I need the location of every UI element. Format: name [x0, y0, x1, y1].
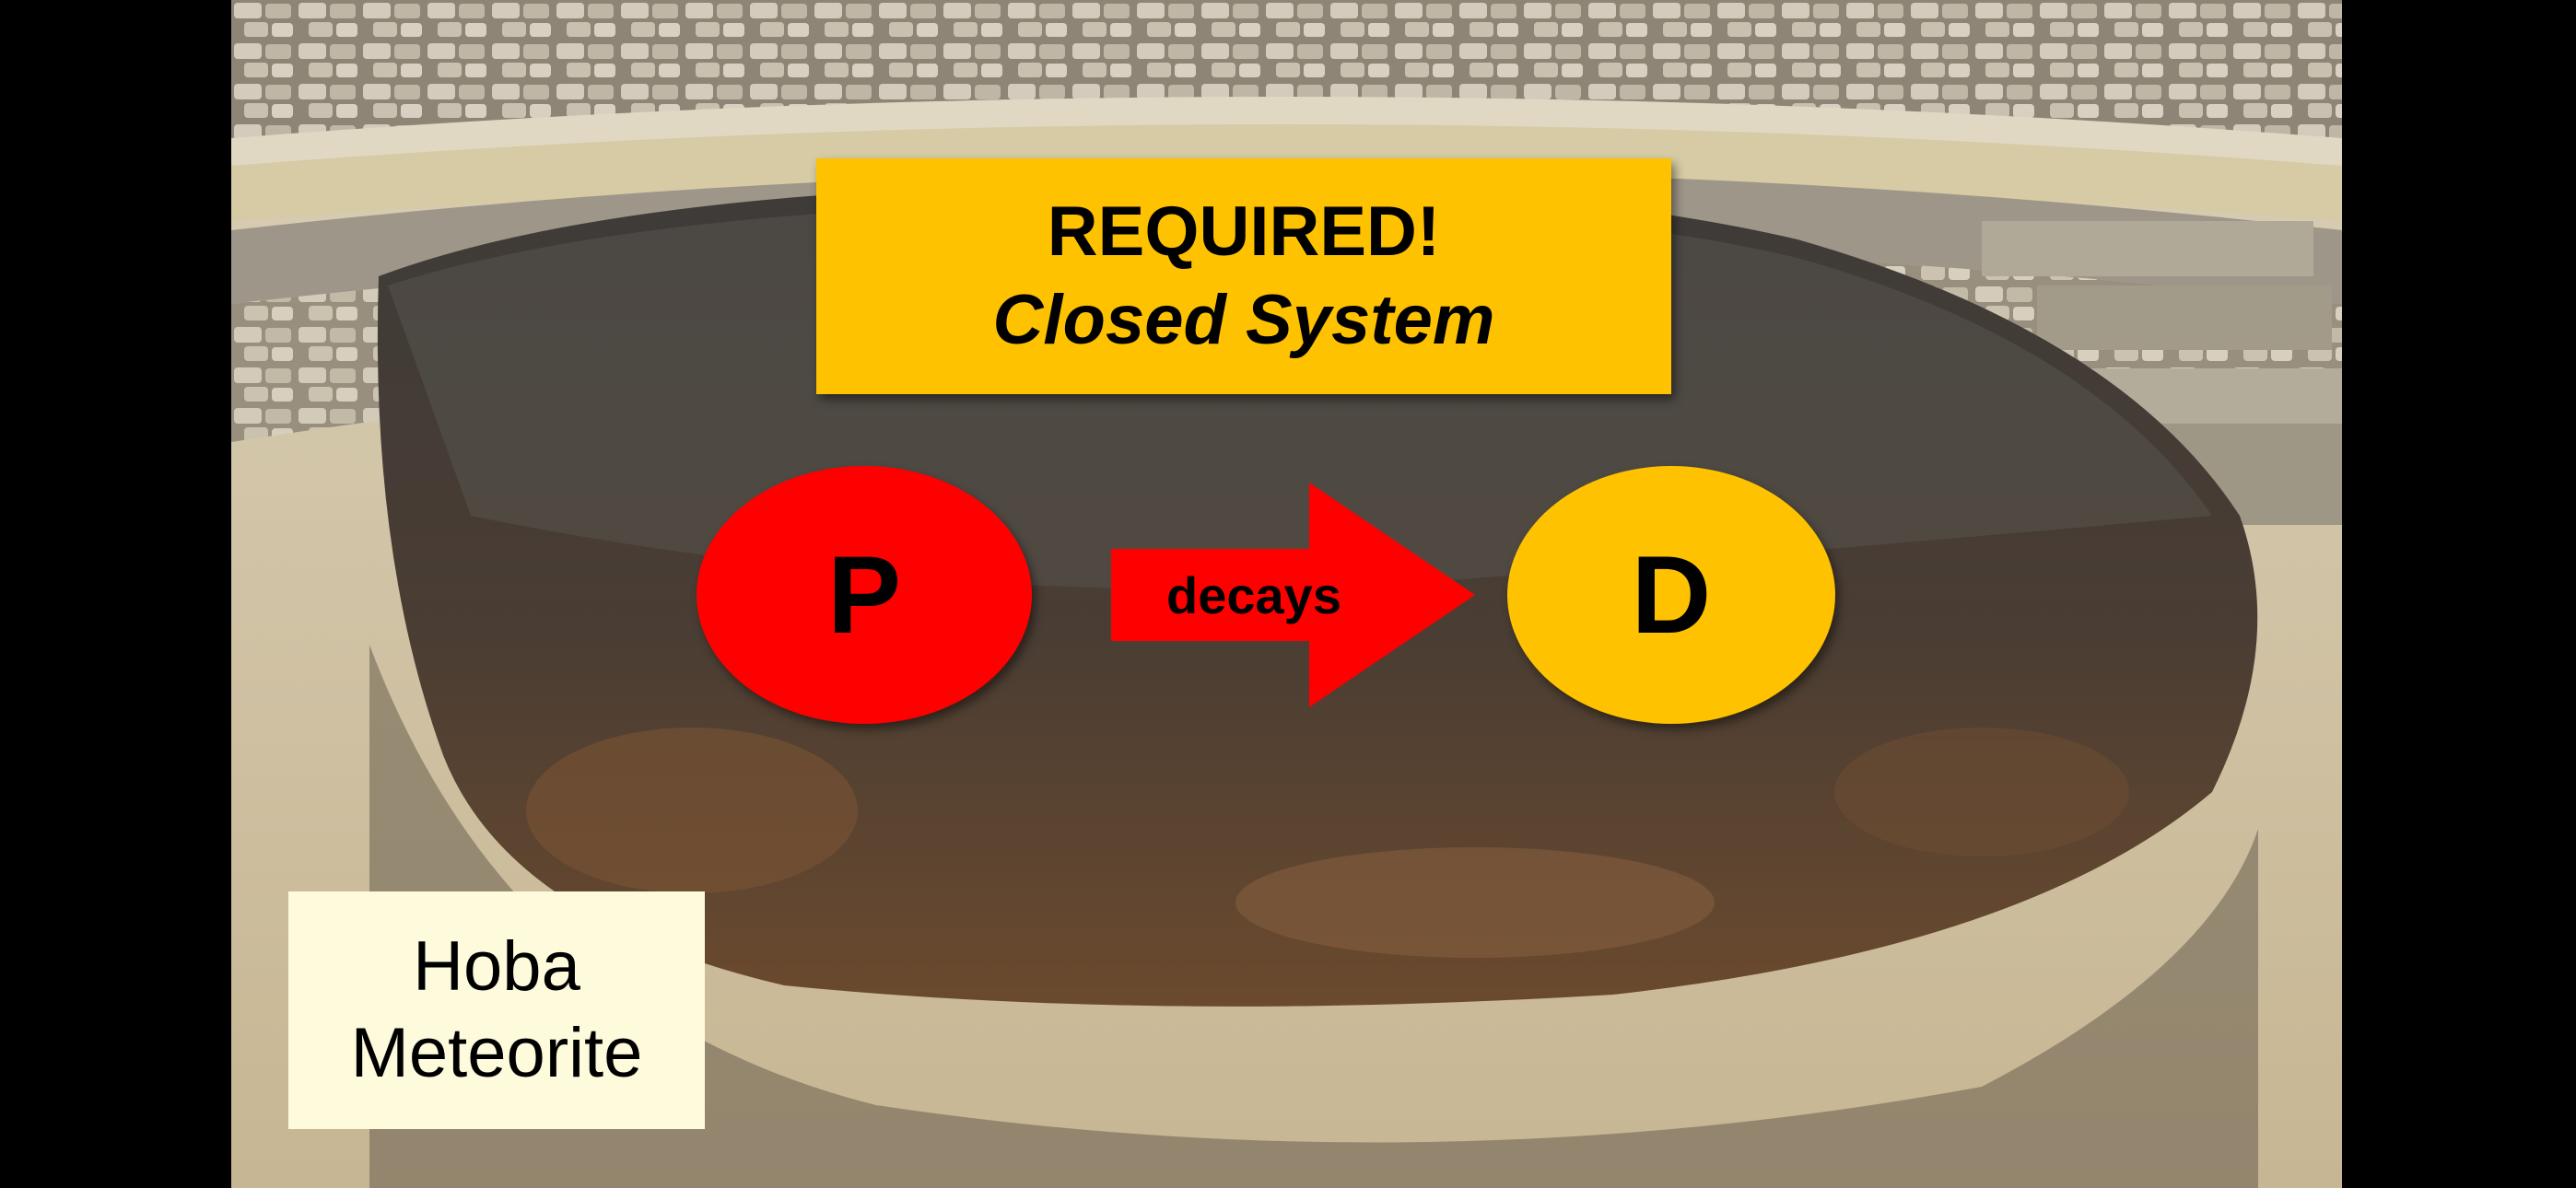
caption-box: Hoba Meteorite [288, 891, 705, 1129]
daughter-label: D [1631, 533, 1712, 657]
caption-hoba: Hoba [413, 927, 580, 1006]
caption-meteorite: Meteorite [350, 1014, 643, 1092]
parent-label: P [826, 533, 902, 657]
title-box: REQUIRED! Closed System [816, 158, 1671, 394]
daughter-oval: D [1507, 466, 1835, 724]
title-closed-system: Closed System [992, 281, 1495, 359]
parent-oval: P [697, 466, 1032, 724]
slide: REQUIRED! Closed System P decays D Hoba … [231, 0, 2342, 1188]
decay-arrow-icon [1111, 483, 1475, 707]
arrow-label: decays [1166, 565, 1341, 624]
title-required: REQUIRED! [1047, 192, 1441, 271]
